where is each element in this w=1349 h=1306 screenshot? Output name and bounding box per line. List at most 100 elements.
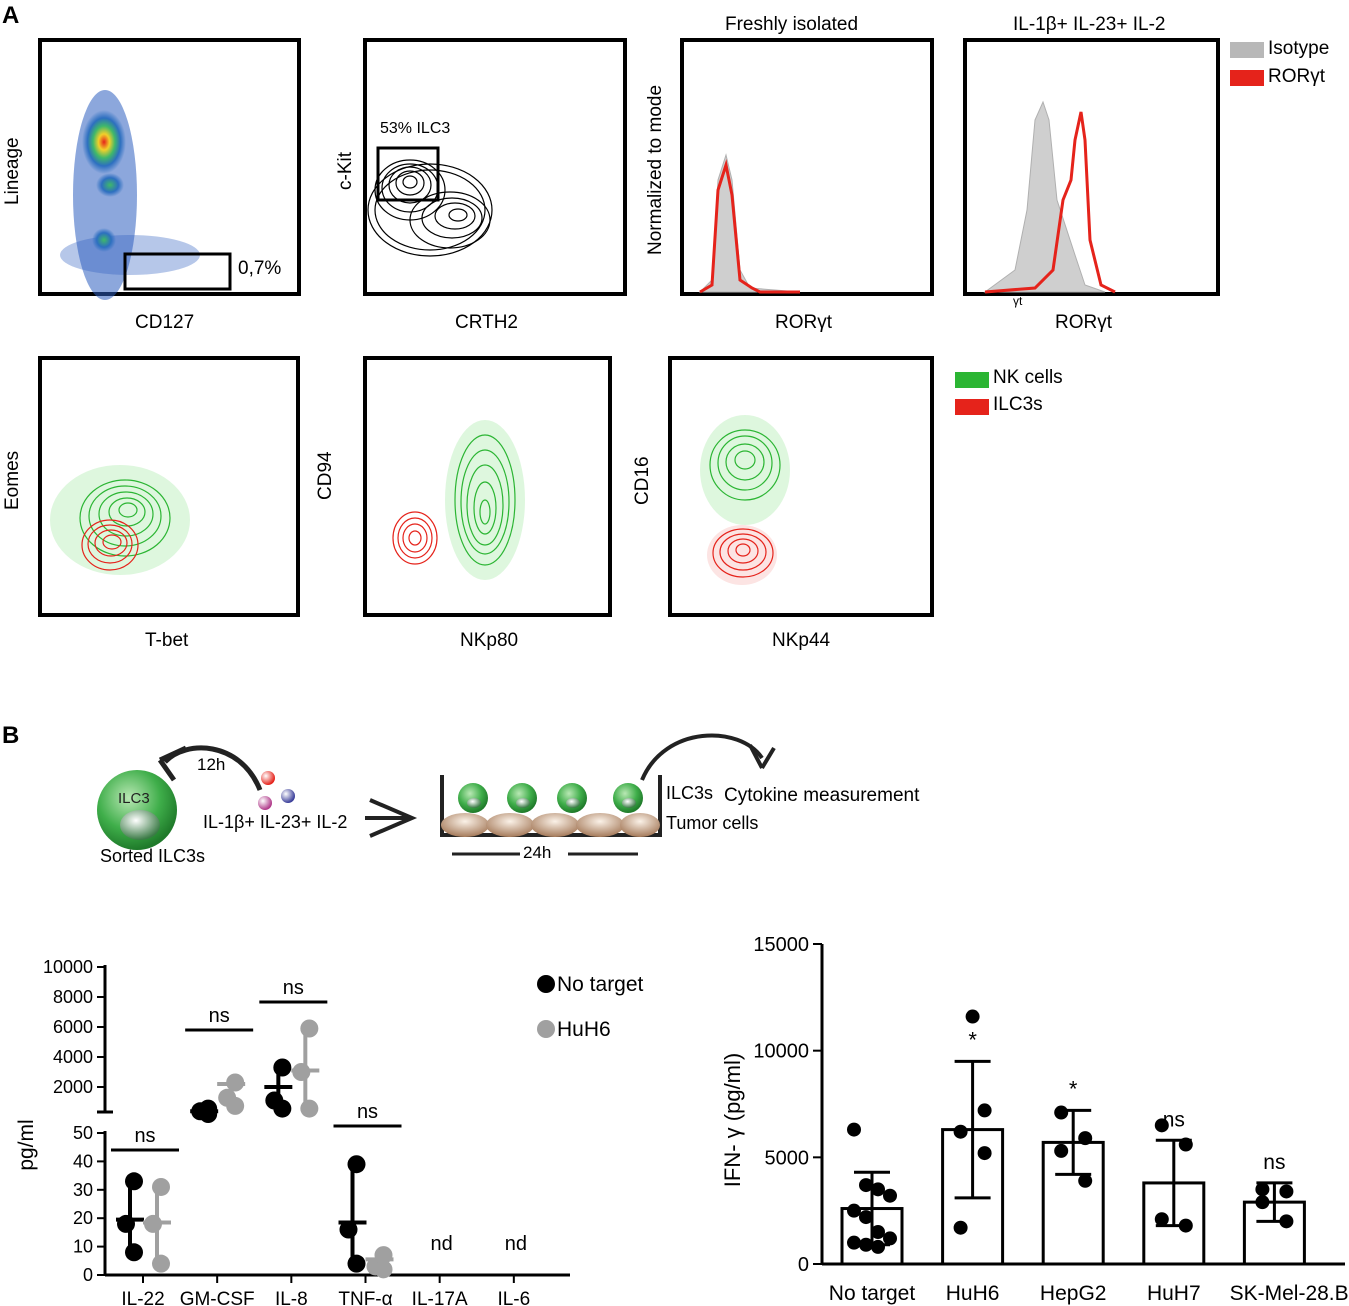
data-point [125,1243,143,1262]
data-point [883,1231,897,1246]
data-point [977,1146,992,1161]
data-point [339,1220,358,1239]
plot-title: Freshly isolated [725,14,859,35]
data-point [199,1099,218,1118]
y-tick-label: 8000 [53,987,93,1007]
tick-annotation: γt [1013,294,1023,308]
data-point [292,1063,311,1081]
x-tick-label: IL-22 [121,1289,164,1306]
x-axis-label: NKp44 [772,630,831,651]
cytokine-cocktail-label: IL-1β+ IL-23+ IL-2 [203,812,348,832]
legend-label-isotype: Isotype [1268,38,1330,59]
y-axis-label: Normalized to mode [645,84,666,255]
ilc3-cell-label: ILC3 [118,790,150,807]
data-point [1154,1212,1169,1227]
data-point [347,1155,366,1174]
data-point [226,1073,245,1092]
data-point [871,1225,885,1239]
experiment-schematic [90,730,970,880]
data-point [1255,1195,1270,1210]
data-point [953,1220,968,1235]
x-tick-label: IL-6 [497,1289,530,1306]
y-axis-label: CD94 [315,451,336,500]
data-point [1279,1184,1294,1199]
y-axis-label: CD16 [632,456,653,505]
legend-marker [537,1020,555,1038]
cytokine-scatter-chart: 10000800060004000200050403020100pg/mlIL-… [15,957,644,1306]
data-point [152,1254,170,1273]
data-point [144,1214,162,1233]
legend-swatch-ilc3 [955,399,989,415]
significance-label: ns [357,1101,378,1123]
legend-swatch-nk [955,372,989,388]
data-point [847,1235,861,1250]
y-tick-label: 10 [73,1237,93,1257]
cytokine-measurement-label: Cytokine measurement [724,785,920,806]
plot-frame [38,356,300,617]
data-point [847,1122,861,1137]
legend-marker [537,975,555,993]
significance-label: ns [1263,1151,1285,1174]
y-axis-label: c-Kit [335,152,356,190]
y-tick-label: 15000 [753,934,809,956]
significance-label: * [1069,1076,1078,1101]
data-point [883,1188,897,1203]
data-point [1078,1173,1093,1188]
x-tick-label: GM-CSF [180,1289,255,1306]
data-point [273,1058,292,1077]
data-point [117,1214,135,1233]
y-tick-label: 20 [73,1208,93,1228]
x-axis-label: RORγt [775,312,832,333]
legend-label-nk: NK cells [993,367,1063,388]
x-tick-label: HuH7 [1147,1282,1201,1305]
x-axis-label: CRTH2 [455,312,518,333]
x-tick-label: HepG2 [1040,1282,1107,1305]
legend-label: HuH6 [557,1018,611,1041]
y-tick-label: 10000 [753,1041,809,1063]
significance-label: ns [134,1125,155,1147]
tumor-cells-label: Tumor cells [666,813,759,833]
data-point [125,1172,143,1191]
data-point [1279,1214,1294,1229]
flow-plot-eomes-tbet [0,350,310,630]
data-point [977,1103,992,1118]
significance-label: ns [283,977,304,999]
plot-frame [963,38,1220,296]
data-point [300,1019,319,1038]
y-tick-label: 0 [83,1265,93,1285]
gate-box [376,146,440,202]
x-axis-label: CD127 [135,312,195,333]
significance-label: ns [1163,1108,1185,1131]
data-point [1054,1105,1069,1120]
data-point [965,1009,980,1024]
data-point [347,1254,366,1273]
flow-plot-cd94-nkp80 [330,350,640,630]
x-tick-label: IL-17A [412,1289,468,1306]
data-point [152,1177,170,1196]
significance-label: * [968,1027,977,1052]
data-point [1054,1143,1069,1158]
plot-frame [668,356,934,617]
significance-label: ns [209,1005,230,1027]
data-point [1178,1137,1193,1152]
legend-label: No target [557,973,644,996]
data-point [859,1210,873,1225]
x-tick-label: HuH6 [946,1282,1000,1305]
plot-title: IL-1β+ IL-23+ IL-2 [1013,14,1166,35]
gate-box [123,252,232,291]
y-axis-label: Lineage [2,137,23,205]
plot-frame [680,38,934,296]
data-point [300,1099,319,1118]
y-tick-label: 10000 [43,957,93,977]
data-point [374,1260,393,1279]
x-axis-label: NKp80 [460,630,519,651]
flow-plot-lineage-cd127 [0,30,310,340]
plot-frame [363,356,612,617]
x-axis-label: T-bet [145,630,189,651]
data-point [871,1182,885,1197]
x-tick-label: SK-Mel-28.B7H6 [1230,1282,1349,1305]
y-tick-label: 6000 [53,1017,93,1037]
data-point [226,1096,245,1115]
legend-swatch-isotype [1230,42,1264,58]
